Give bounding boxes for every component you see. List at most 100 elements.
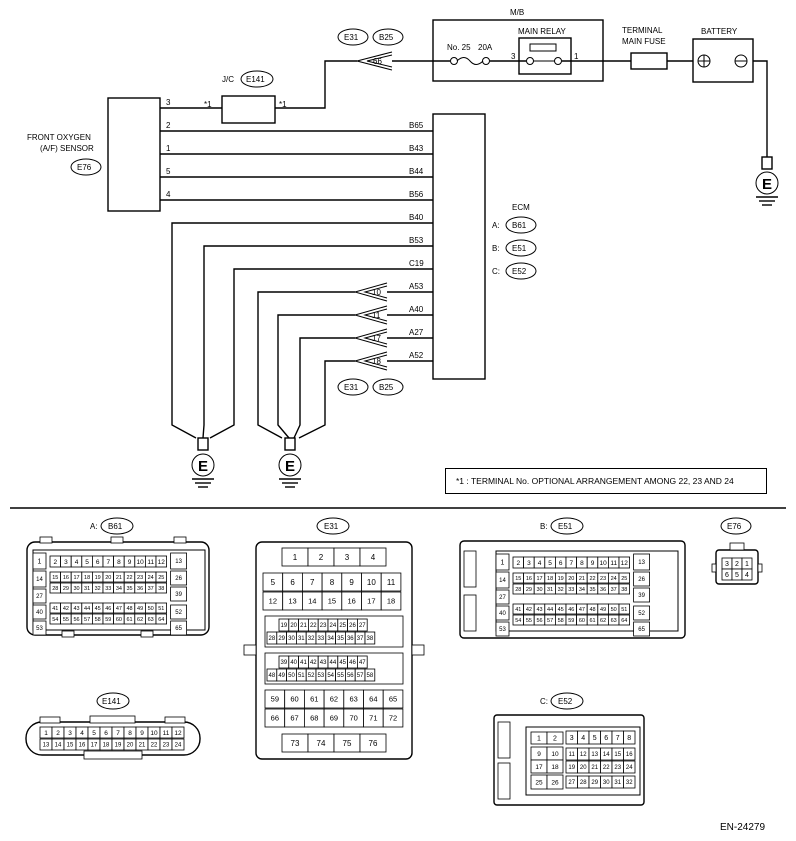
bot-conn-e31: E31 [344,383,359,392]
connector-pin-number: 28 [52,586,58,592]
connector-pin-number: 46 [349,660,356,666]
connector-pin-number: 35 [337,636,344,642]
connector-pin-number: 10 [367,578,376,587]
top-pin-66: 66 [373,57,382,66]
connector-pin-number: 69 [330,714,338,723]
connector-pin [32,604,47,620]
connector-pin-number: 38 [367,636,374,642]
connector-pin-number: 16 [347,597,355,606]
connector-pin-number: 41 [300,660,307,666]
connector-pin-number: 20 [580,765,587,771]
connector-pin-number: 66 [271,714,279,723]
connector-pin-number: 59 [271,695,279,704]
connector-pin-number: 61 [310,695,318,704]
connector-pin-number: 13 [638,560,645,566]
connector-pin [32,570,47,588]
connector-pin-number: 74 [317,739,326,748]
connector-pin-number: 32 [558,587,564,593]
connector-pin-number: 10 [136,559,144,566]
connector-pin-number: 37 [611,587,617,593]
connector-pin-number: 2 [516,560,520,567]
connector-pin-number: 36 [347,636,354,642]
connector-pin-number: 14 [308,597,316,606]
main-relay-label: MAIN RELAY [518,27,567,36]
connector-pin-number: 41 [52,606,58,612]
connector-pin-number: 21 [139,743,146,749]
connector-pin-number: 51 [158,606,164,612]
connector-pin-number: 61 [589,618,595,624]
connector-pin-number: 50 [611,607,617,613]
connector-pin-number: 34 [327,636,334,642]
connector-pin-number: 9 [591,560,595,567]
connector-pin-number: 51 [621,607,627,613]
battery: BATTERY [692,27,754,83]
connector-pin-number: 9 [128,559,132,566]
connector-pin-number: 15 [67,743,74,749]
conn-c-name: E52 [558,697,573,706]
connector-pin-number: 55 [63,617,69,623]
connector-pin-number: 8 [627,735,631,742]
connector-pin-number: 57 [84,617,90,623]
connector-pin [356,618,368,632]
connector-pin-number: 56 [73,617,79,623]
connector-pin-number: 34 [579,587,585,593]
connector-pin-number: 11 [163,730,170,737]
connector-pin-number: 3 [345,553,350,562]
connector-pin-number: 49 [600,607,606,613]
connector-pin-number: 29 [591,780,598,786]
connector-pin-number: 23 [614,765,621,771]
connector-pin-number: 71 [369,714,377,723]
connector-pin-number: 68 [310,714,318,723]
connector-pin-number: 38 [621,587,627,593]
connector-pin-number: 30 [536,587,542,593]
connector-pin [32,552,47,570]
connector-pin [380,591,402,611]
connector-pin-number: 10 [150,730,158,737]
connector-pin-number: 65 [638,627,645,633]
connector-pin-number: 33 [318,636,325,642]
connector-pin-number: 19 [568,765,575,771]
connector-pin-number: 60 [116,617,122,623]
connector-pin-number: 64 [621,618,627,624]
connector-pin-number: 34 [116,586,122,592]
connector-pin-number: 35 [126,586,132,592]
connector-pin-number: 2 [56,730,60,737]
bot-conn-b25: B25 [379,383,394,392]
connector-pin-number: 37 [148,586,154,592]
sensor-pin-5: 5 [166,167,171,176]
ecm-box: ECM A: B61 B: E51 C: E52 [432,113,537,380]
connector-pin-number: 21 [591,765,598,771]
sensor-pin-2: 2 [166,121,171,130]
connector-pin-number: 43 [536,607,542,613]
connector-pin-number: 25 [621,576,627,582]
ecm-pin-b53: B53 [409,236,424,245]
connector-pin [364,668,376,682]
connector-pin-number: 6 [290,578,295,587]
connector-pin-number: 27 [36,594,43,600]
connector-pin-number: 15 [52,575,58,581]
connector-pin-number: 17 [367,597,375,606]
connector-pin-number: 27 [359,623,366,629]
connector-pin-number: 30 [603,780,610,786]
connector-pin-number: 70 [349,714,357,723]
ecm-pin-b44: B44 [409,167,424,176]
connector-pin-number: 7 [569,560,573,567]
connector-pin-number: 6 [96,559,100,566]
connector-pin-number: 1 [537,736,541,743]
front-oxygen-sensor: FRONT OXYGEN (A/F) SENSOR E76 [27,97,161,212]
connector-pin-number: 56 [536,618,542,624]
connector-pin-number: 16 [79,743,86,749]
connector-pin [495,553,510,571]
connector-pin-number: 16 [526,576,532,582]
connector-pin-number: 42 [310,660,317,666]
connector-pin-number: 52 [308,673,315,679]
connector-pin-number: 44 [84,606,90,612]
connector-pin-number: 63 [349,695,357,704]
connector-pin-number: 31 [84,586,90,592]
connector-pin-number: 19 [558,576,564,582]
joint-pin-17: 17 [372,334,381,343]
connector-pin-number: 9 [537,751,541,758]
connector-pin [618,603,631,615]
connector-pin-number: 13 [591,752,598,758]
